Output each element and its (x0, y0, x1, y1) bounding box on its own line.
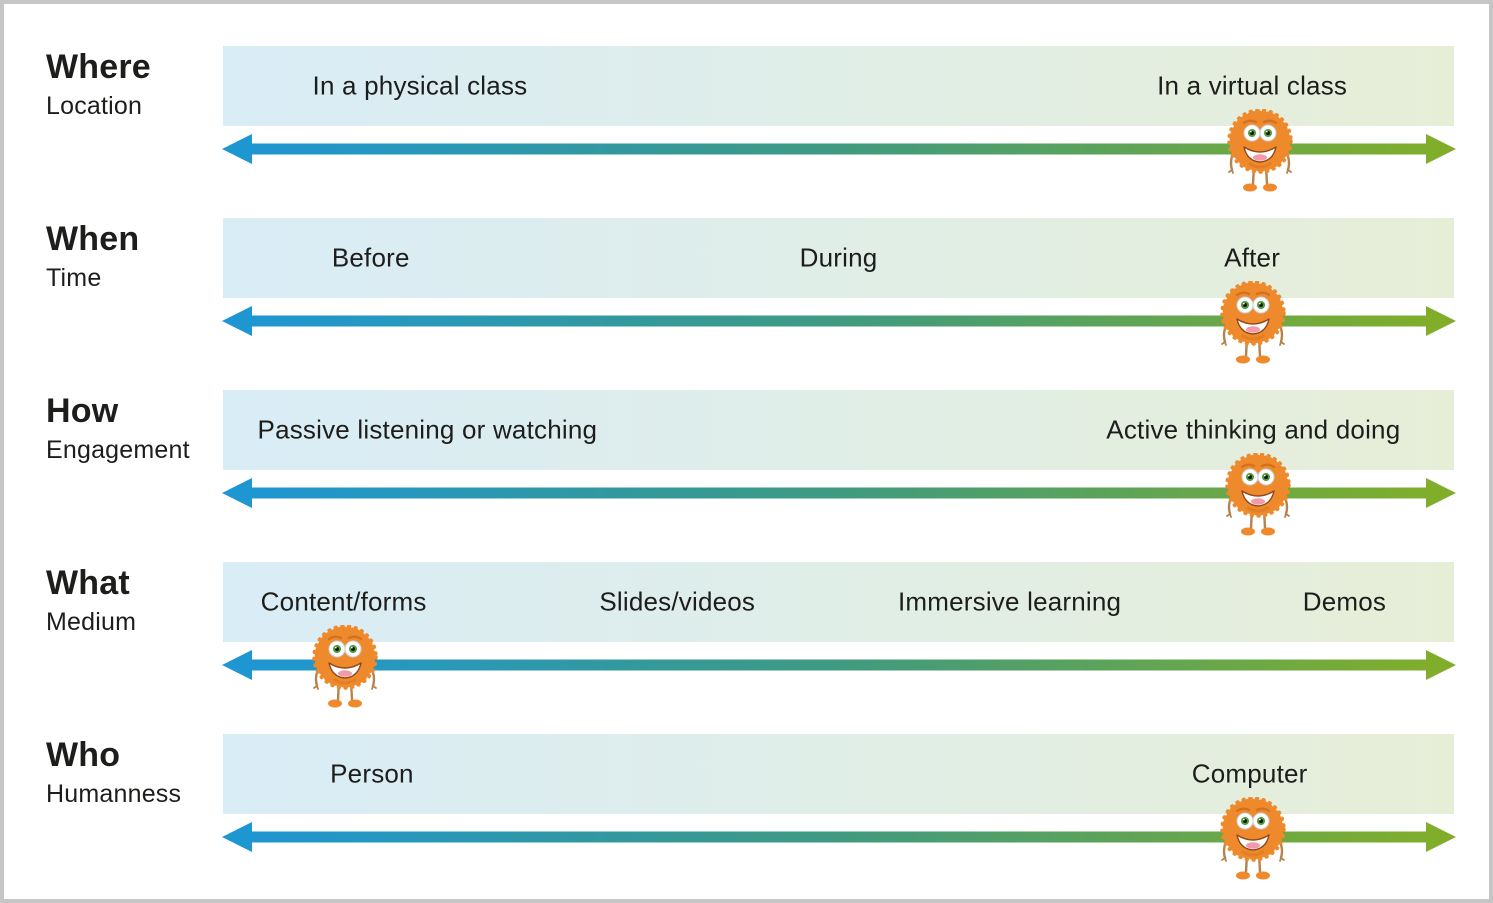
strip-label: Before (331, 242, 410, 273)
row-title: What (46, 564, 130, 602)
spectrum-strip: Person Computer (223, 734, 1454, 814)
double-arrow-icon (222, 650, 1456, 680)
arrow-right-head-icon (1426, 478, 1456, 508)
spectrum-strip: Content/forms Slides/videos Immersive lear… (223, 562, 1454, 642)
arrow-left-head-icon (222, 134, 252, 164)
row-subtitle: Engagement (46, 436, 190, 465)
spectrum-strip: Before During After (223, 218, 1454, 298)
double-arrow-icon (222, 822, 1456, 852)
row-title: Who (46, 736, 121, 774)
strip-label: Person (330, 758, 414, 789)
arrow-right-head-icon (1426, 134, 1456, 164)
row-header: When Time (46, 220, 216, 293)
strip-label: In a virtual class (1157, 70, 1348, 101)
strip-label: After (1224, 242, 1281, 273)
arrow-left-head-icon (222, 478, 252, 508)
arrow-left-head-icon (222, 650, 252, 680)
row-header: Who Humanness (46, 736, 216, 809)
strip-label: During (799, 242, 878, 273)
arrow-right-head-icon (1426, 306, 1456, 336)
row-subtitle: Medium (46, 608, 137, 637)
spectrum-row: How Engagement Passive listening or watc… (4, 390, 1489, 562)
arrow-left-head-icon (222, 822, 252, 852)
row-title: How (46, 392, 119, 430)
spectrum-strip: Passive listening or watching Active thin… (223, 390, 1454, 470)
arrow-right-head-icon (1426, 822, 1456, 852)
double-arrow-icon (222, 306, 1456, 336)
row-header: What Medium (46, 564, 216, 637)
arrow-right-head-icon (1426, 650, 1456, 680)
spectrum-strip: In a physical class In a virtual class (223, 46, 1454, 126)
strip-label: Demos (1302, 586, 1387, 617)
strip-label: In a physical class (312, 70, 528, 101)
spectrum-row: Where Location In a physical class In a v… (4, 46, 1489, 218)
strip-label: Immersive learning (897, 586, 1122, 617)
row-header: Where Location (46, 48, 216, 121)
strip-label: Slides/videos (599, 586, 756, 617)
row-subtitle: Time (46, 264, 102, 293)
row-title: Where (46, 48, 151, 86)
row-title: When (46, 220, 140, 258)
row-header: How Engagement (46, 392, 216, 465)
double-arrow-icon (222, 134, 1456, 164)
spectrum-row: What Medium Content/forms Slides/videos Im… (4, 562, 1489, 734)
strip-label: Content/forms (260, 586, 427, 617)
spectrum-row: Who Humanness Person Computer (4, 734, 1489, 899)
strip-label: Computer (1191, 758, 1308, 789)
strip-label: Active thinking and doing (1106, 414, 1401, 445)
row-subtitle: Humanness (46, 780, 182, 809)
row-subtitle: Location (46, 92, 143, 121)
spectrum-row: When Time Before During After (4, 218, 1489, 390)
double-arrow-icon (222, 478, 1456, 508)
strip-label: Passive listening or watching (257, 414, 598, 445)
arrow-left-head-icon (222, 306, 252, 336)
